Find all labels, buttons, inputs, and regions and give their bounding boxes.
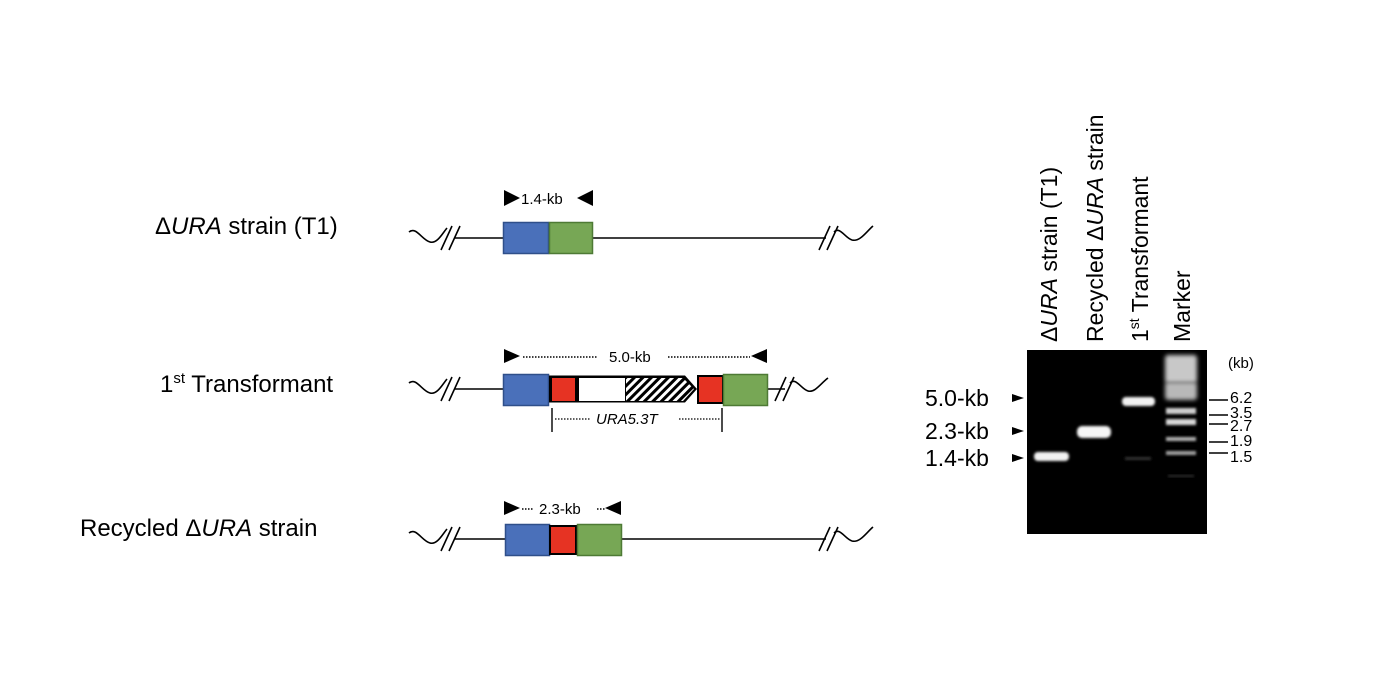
gel-band-lane3-faint [1125, 457, 1151, 460]
size-arrow-icon-1.4kb [1012, 454, 1024, 462]
forward-primer-arrow-icon [504, 190, 520, 206]
break-wave-left [408, 378, 448, 395]
upstream-block [502, 221, 550, 255]
reverse-primer-arrow-icon [751, 349, 767, 363]
marker-size-3.5: 3.5 [1230, 405, 1253, 422]
ura5-marker-block [579, 378, 625, 401]
break-slash-left-2 [448, 526, 461, 552]
reverse-primer-arrow-icon [577, 190, 593, 206]
marker-band-top [1165, 355, 1197, 383]
marker-unit-label: (kb) [1228, 355, 1254, 372]
label-superscript: st [1126, 318, 1142, 330]
gene-name: URA [171, 213, 222, 240]
cassette-label: URA5.3T [596, 411, 660, 428]
gene-name: URA [1082, 177, 1108, 226]
label-prefix: Δ [1036, 326, 1062, 342]
marker-band-2.7 [1166, 437, 1196, 441]
break-slash-left-2 [448, 225, 461, 251]
break-slash-left-1 [440, 225, 453, 251]
marker-size-6.2: 6.2 [1230, 390, 1253, 407]
label-suffix: strain (T1) [221, 213, 338, 240]
row-label-first-transformant: 1st Transformant [160, 371, 333, 399]
break-slash-right-1 [774, 376, 787, 402]
break-wave-right [789, 377, 829, 393]
row-ura-strain-t1: 1.4-kb [408, 190, 874, 255]
marker-band-faint [1168, 475, 1194, 477]
lane-label-marker: Marker [1169, 270, 1196, 342]
row-label-recycled-ura-strain: Recycled ΔURA strain [80, 515, 317, 543]
forward-primer-arrow-icon [504, 501, 520, 515]
label-prefix: 1 [1127, 329, 1153, 342]
break-slash-left-1 [440, 376, 453, 402]
lane-label-ura-strain-t1: ΔURA strain (T1) [1036, 167, 1063, 342]
marker-band-high [1165, 382, 1197, 400]
break-slash-left-1 [440, 526, 453, 552]
marker-band-6.2 [1166, 408, 1196, 414]
terminator-block [626, 378, 694, 401]
repeat-block [549, 525, 577, 555]
label-prefix: Marker [1169, 270, 1195, 342]
amplicon-size-label: 5.0-kb [609, 349, 651, 366]
row-first-transformant: 5.0-kb URA5.3T [408, 349, 829, 432]
label-suffix: strain [1082, 114, 1108, 178]
upstream-block [502, 373, 550, 407]
downstream-block [576, 523, 623, 557]
amplicon-size-label: 2.3-kb [539, 501, 581, 518]
amplicon-size-label: 1.4-kb [521, 191, 563, 208]
downstream-block [548, 221, 594, 255]
break-wave-left [408, 227, 448, 244]
size-arrow-icon-2.3kb [1012, 427, 1024, 435]
repeat-block-right [697, 375, 724, 404]
size-arrow-icon-5.0kb [1012, 394, 1024, 402]
marker-band-1.9 [1166, 451, 1196, 455]
size-label-5.0kb: 5.0-kb [925, 385, 989, 411]
label-suffix: strain [252, 515, 318, 542]
gel-band-lane2-2.3kb [1077, 426, 1111, 438]
break-slash-right-1 [818, 225, 831, 251]
upstream-block [504, 523, 551, 557]
label-prefix: Recycled Δ [1082, 225, 1108, 342]
label-suffix: Transformant [1127, 176, 1153, 319]
break-wave-right [833, 225, 874, 242]
row-label-ura-strain-t1: ΔURA strain (T1) [155, 213, 338, 241]
break-wave-left [408, 528, 448, 545]
gel-band-lane3-5.0kb [1122, 397, 1155, 406]
gene-name: URA [1036, 278, 1062, 327]
label-suffix: strain (T1) [1036, 166, 1062, 279]
label-prefix: 1 [160, 371, 174, 398]
label-superscript: st [173, 370, 186, 387]
size-label-1.4kb: 1.4-kb [925, 445, 989, 471]
label-prefix: Recycled Δ [80, 515, 202, 542]
repeat-block-left [552, 378, 575, 401]
forward-primer-arrow-icon [504, 349, 520, 363]
gel-band-lane1-1.4kb [1034, 452, 1069, 461]
lane-label-recycled-ura-strain: Recycled ΔURA strain [1082, 114, 1109, 342]
marker-size-2.7: 2.7 [1230, 418, 1253, 435]
marker-band-3.5 [1166, 419, 1196, 425]
label-suffix: Transformant [185, 371, 334, 398]
marker-size-1.5: 1.5 [1230, 449, 1253, 466]
break-wave-right [833, 526, 874, 543]
gene-name: URA [201, 515, 253, 542]
break-slash-right-1 [818, 526, 831, 552]
reverse-primer-arrow-icon [605, 501, 621, 515]
delta-symbol: Δ [155, 213, 172, 240]
row-recycled-ura-strain: 2.3-kb [408, 501, 874, 557]
marker-size-1.9: 1.9 [1230, 433, 1253, 450]
break-slash-left-2 [448, 376, 461, 402]
lane-label-first-transformant: 1st Transformant [1126, 176, 1154, 342]
downstream-block [722, 373, 769, 407]
agarose-gel [1012, 350, 1228, 534]
size-label-2.3kb: 2.3-kb [925, 418, 989, 444]
